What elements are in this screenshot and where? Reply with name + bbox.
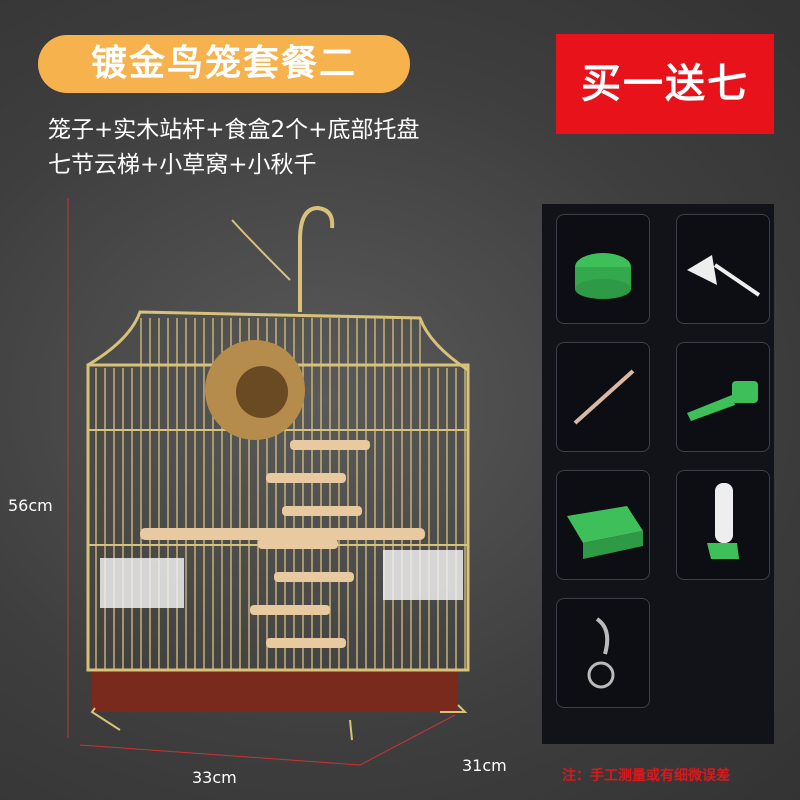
ladder-step bbox=[282, 506, 362, 516]
measurement-note: 注：手工测量或有细微误差 bbox=[562, 768, 730, 784]
accessory-scoop bbox=[676, 342, 770, 452]
width-label: 33cm bbox=[192, 768, 237, 787]
hanging-hook bbox=[298, 205, 335, 312]
water-dispenser-icon bbox=[707, 483, 739, 559]
green-scoop-icon bbox=[687, 381, 758, 421]
package-title: 镀金鸟笼套餐二 bbox=[38, 35, 410, 93]
bottom-tray bbox=[92, 672, 458, 712]
width-dimension-line bbox=[79, 744, 361, 766]
package-contents-line-1: 笼子+实木站杆+食盒2个+底部托盘 bbox=[48, 117, 420, 143]
height-label: 56cm bbox=[8, 496, 53, 515]
food-box-right bbox=[383, 550, 463, 600]
green-tray-icon bbox=[567, 506, 643, 559]
seven-step-ladder bbox=[250, 440, 370, 648]
bird-cage-illustration bbox=[67, 198, 470, 766]
ladder-step bbox=[274, 572, 354, 582]
ladder-step bbox=[266, 638, 346, 648]
accessory-tray bbox=[556, 470, 650, 580]
ladder-step bbox=[250, 605, 330, 615]
accessory-water-dispenser bbox=[676, 470, 770, 580]
food-box-left bbox=[100, 558, 184, 608]
green-feeder-cup-icon bbox=[575, 253, 631, 299]
ladder-step bbox=[290, 440, 370, 450]
accessory-keychain bbox=[556, 598, 650, 708]
keychain-hook-icon bbox=[587, 617, 615, 689]
accessory-perch-stick bbox=[556, 342, 650, 452]
ladder-step bbox=[266, 473, 346, 483]
depth-label: 31cm bbox=[462, 756, 507, 775]
promo-badge: 买一送七 bbox=[556, 34, 774, 134]
depth-dimension-line bbox=[359, 714, 456, 766]
white-clip-icon bbox=[687, 255, 761, 297]
package-contents-line-2: 七节云梯+小草窝+小秋千 bbox=[48, 152, 317, 178]
wooden-perch bbox=[140, 528, 425, 540]
wooden-perch-icon bbox=[573, 369, 635, 425]
accessories-panel bbox=[542, 204, 774, 744]
accessory-feeder-cup bbox=[556, 214, 650, 324]
ladder-step bbox=[258, 539, 338, 549]
accessory-clip bbox=[676, 214, 770, 324]
